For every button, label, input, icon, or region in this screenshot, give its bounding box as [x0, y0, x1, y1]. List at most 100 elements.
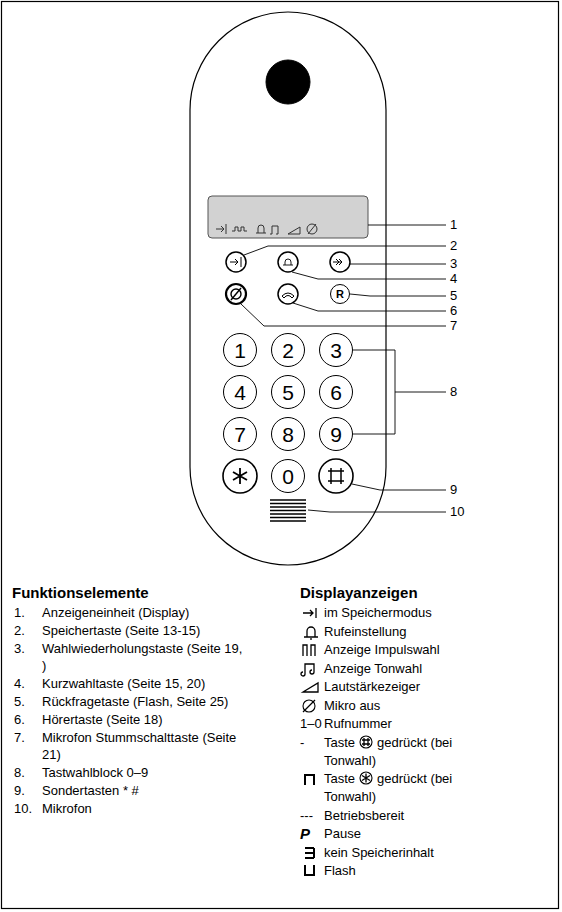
item-number: 1.: [14, 604, 25, 621]
indicator-symbol: -: [300, 734, 322, 752]
display-indicator-row: - Tastegedrückt (bei Tonwahl): [300, 734, 550, 770]
indicator-text: Betriebsbereit: [324, 807, 474, 825]
u-symbol: [300, 862, 320, 880]
indicator-text: Lautstärkezeiger: [324, 678, 474, 696]
key-label: 1: [234, 340, 246, 361]
indicator-description: Flash: [324, 863, 356, 878]
indicator-symbol: ---: [300, 807, 322, 825]
display-indicator-row: 1–0Rufnummer: [300, 715, 550, 733]
item-text: Wahlwiederholungstaste (Seite 19, ): [42, 640, 247, 674]
item-number: 7.: [14, 729, 25, 746]
handset-outline: [190, 12, 386, 565]
indicator-symbol: P: [300, 825, 322, 843]
indicator-description: Betriebsbereit: [324, 808, 404, 823]
callout-number: 2: [450, 237, 457, 254]
indicator-description: Rufnummer: [324, 716, 392, 731]
display-indicator-row: Lautstärkezeiger: [300, 678, 550, 696]
bell-symbol: [300, 623, 320, 641]
display-indicator-row: P Pause: [300, 825, 550, 843]
callout-number: 8: [450, 383, 457, 400]
display-indicator-row: Anzeige Tonwahl: [300, 660, 550, 678]
callout-number: 3: [450, 255, 457, 272]
indicator-code: 1–0: [300, 716, 322, 731]
indicator-symbol: 1–0: [300, 715, 322, 733]
indicator-text: im Speichermodus: [324, 604, 474, 622]
function-buttons: [226, 252, 350, 304]
key-label: 9: [330, 424, 342, 445]
digit-key: 8: [271, 417, 305, 451]
digit-key: 3: [319, 333, 353, 367]
display-indicator-row: Rufeinstellung: [300, 623, 550, 641]
item-number: 4.: [14, 675, 25, 692]
indicator-text: Anzeige Tonwahl: [324, 660, 474, 678]
key-label: 8: [282, 424, 294, 445]
callout-number: 4: [450, 270, 457, 287]
item-number: 6.: [14, 711, 25, 728]
callout-number: 5: [450, 287, 457, 304]
hash-symbol: [359, 735, 373, 749]
earpiece: [266, 60, 310, 104]
indicator-symbol: [300, 660, 322, 678]
speicher-stroke: [303, 608, 316, 618]
item-number: 3.: [14, 640, 25, 657]
indicator-symbol: [300, 770, 322, 788]
star-stroke: [362, 774, 370, 783]
item-text: Sondertasten * #: [42, 782, 247, 799]
indicator-text: Pause: [324, 825, 474, 843]
indicator-symbol: [300, 678, 322, 696]
indicator-text: Anzeige Impulswahl: [324, 641, 474, 659]
indicator-text: Tastegedrückt (bei Tonwahl): [324, 734, 474, 770]
callout-number: 6: [450, 302, 457, 319]
item-text: Tastwahlblock 0–9: [42, 764, 247, 781]
indicator-description: Taste: [324, 735, 355, 750]
item-text: Rückfragetaste (Flash, Seite 25): [42, 693, 247, 710]
display-indicator-row: im Speichermodus: [300, 604, 550, 622]
indicator-text: kein Speicherinhalt: [324, 844, 474, 862]
speicher-symbol: [300, 604, 320, 622]
indicator-text: Flash: [324, 862, 474, 880]
display-indicator-row: Anzeige Impulswahl: [300, 641, 550, 659]
indicator-symbol: [300, 604, 322, 622]
indicator-symbol: [300, 862, 322, 880]
impuls-stroke: [303, 645, 315, 656]
callout-number: 9: [450, 481, 457, 498]
digit-key: 9: [319, 417, 353, 451]
indicator-code: ---: [300, 808, 313, 823]
key-label: 2: [282, 340, 294, 361]
n-stroke: [305, 775, 314, 785]
indicator-text: Rufnummer: [324, 715, 474, 733]
indicator-symbol: [300, 641, 322, 659]
indicator-code: P: [300, 825, 310, 842]
vol-symbol: [300, 678, 320, 696]
key-label: 5: [282, 382, 294, 403]
item-number: 5.: [14, 693, 25, 710]
indicator-code: -: [300, 735, 304, 750]
vol-stroke: [303, 683, 318, 692]
callout-number: 10: [450, 503, 464, 520]
section-heading: Displayanzeigen: [300, 584, 418, 602]
key-label: 3: [330, 340, 342, 361]
indicator-description: Pause: [324, 826, 361, 841]
display: [208, 196, 368, 238]
key-label: 0: [282, 466, 294, 487]
ton-stroke: [301, 664, 314, 676]
e3-symbol: [300, 844, 320, 862]
indicator-description: Anzeige Impulswahl: [324, 642, 440, 657]
mute-stroke: [303, 700, 315, 712]
display-indicator-row: Tastegedrückt (bei Tonwahl): [300, 770, 550, 806]
indicator-description: Mikro aus: [324, 698, 380, 713]
special-keys: [223, 459, 353, 493]
item-text: Mikrofon: [42, 800, 247, 817]
indicator-description: Taste: [324, 771, 355, 786]
indicator-description: Anzeige Tonwahl: [324, 661, 422, 676]
digit-key: 0: [271, 459, 305, 493]
item-text: Mikrofon Stummschalttaste (Seite 21): [42, 729, 247, 763]
item-text: Kurzwahltaste (Seite 15, 20): [42, 675, 247, 692]
digit-key: 2: [271, 333, 305, 367]
callout-number: 7: [450, 317, 457, 334]
indicator-symbol: [300, 697, 322, 715]
hash-ring: [360, 736, 372, 748]
display-indicator-row: Mikro aus: [300, 697, 550, 715]
